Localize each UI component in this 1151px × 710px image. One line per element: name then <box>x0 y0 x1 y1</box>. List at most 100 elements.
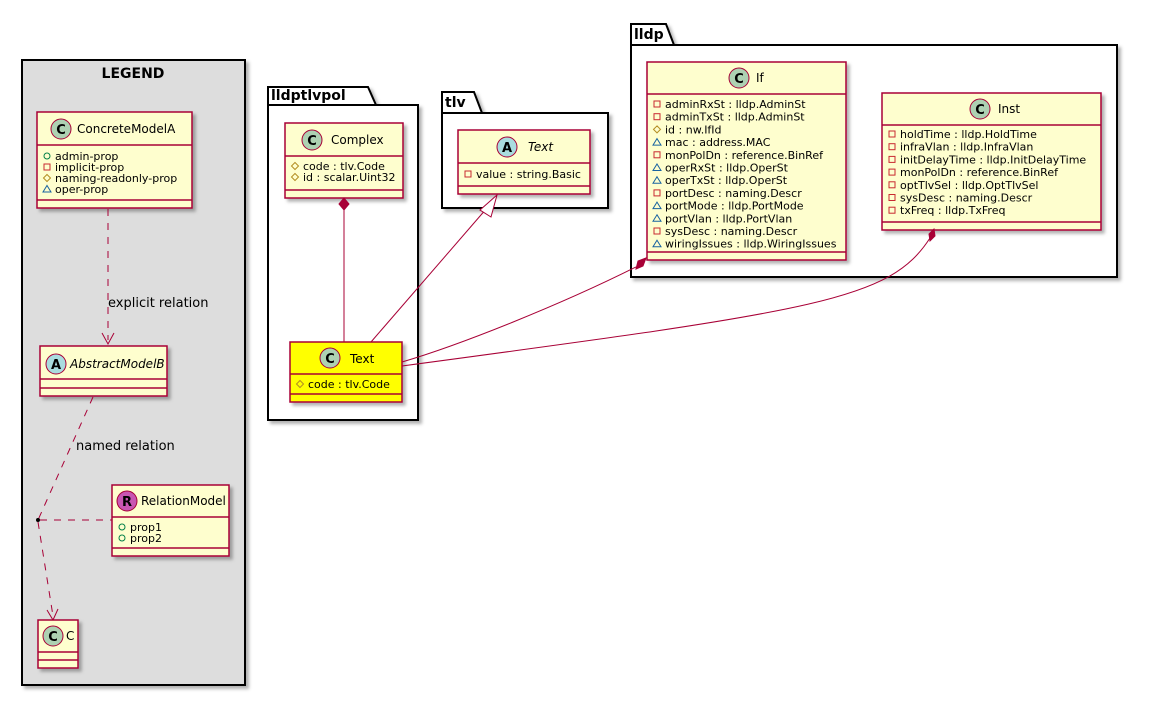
class-name: If <box>756 71 765 85</box>
named-relation-target-line <box>37 521 54 617</box>
private-visibility-icon <box>653 189 661 197</box>
svg-text:C: C <box>734 72 744 87</box>
inheritance-arrow-icon <box>479 193 498 218</box>
class-attribute: portMode : lldp.PortMode <box>665 200 804 213</box>
class-name: Complex <box>331 133 384 147</box>
protected-visibility-icon <box>42 173 52 183</box>
class-badge-icon <box>42 625 64 647</box>
protected-visibility-icon <box>290 161 300 171</box>
class-attribute: optTlvSel : lldp.OptTlvSel <box>900 179 1038 192</box>
svg-text:R: R <box>122 495 132 510</box>
svg-text:C: C <box>325 352 335 367</box>
svg-text:A: A <box>51 358 61 373</box>
class-attribute: operTxSt : lldp.OperSt <box>665 174 788 187</box>
protected-visibility-icon <box>290 172 300 182</box>
private-visibility-icon <box>888 194 896 201</box>
class-badge-icon <box>319 347 341 369</box>
class-attribute: prop1 <box>130 521 162 534</box>
class-attribute: infraVlan : lldp.InfraVlan <box>900 141 1033 154</box>
class-badge-icon <box>728 67 750 89</box>
abstract-badge-icon <box>45 353 67 375</box>
composition-diamond-icon <box>338 197 350 211</box>
private-visibility-icon <box>653 113 661 121</box>
if-text-composition-line <box>401 266 637 363</box>
package-lldp: lldp C If adminRxSt : lldp.AdminStadminT… <box>630 23 1118 278</box>
explicit-relation-arrowhead <box>101 332 115 346</box>
class-attribute: naming-readonly-prop <box>55 172 177 185</box>
public-visibility-icon <box>118 523 126 531</box>
composition-diamond-icon <box>635 257 647 270</box>
class-attribute: admin-prop <box>55 150 118 163</box>
class-attribute: id : nw.IfId <box>665 123 722 136</box>
class-attribute: adminTxSt : lldp.AdminSt <box>665 111 805 124</box>
class-attribute: holdTime : lldp.HoldTime <box>900 128 1037 141</box>
class-name: ConcreteModelA <box>77 122 176 136</box>
class-attribute: mac : address.MAC <box>665 136 771 149</box>
class-attribute: adminRxSt : lldp.AdminSt <box>665 98 806 111</box>
class-attribute: wiringIssues : lldp.WiringIssues <box>665 238 837 251</box>
private-visibility-icon <box>43 163 51 171</box>
class-badge-icon <box>50 118 72 140</box>
package-visibility-icon <box>652 213 662 222</box>
named-relation-line <box>37 396 94 521</box>
class-badge-icon <box>301 129 323 151</box>
svg-text:C: C <box>307 134 317 149</box>
class-attribute: sysDesc : naming.Descr <box>665 225 798 238</box>
private-visibility-icon <box>464 170 472 178</box>
class-attribute: monPolDn : reference.BinRef <box>665 149 824 162</box>
public-visibility-icon <box>43 152 51 160</box>
class-name: C <box>66 629 74 643</box>
legend-c-class[interactable]: C C <box>37 619 79 669</box>
package-visibility-icon <box>652 163 662 171</box>
package-visibility-icon <box>652 239 662 248</box>
class-attribute: value : string.Basic <box>476 168 581 181</box>
public-visibility-icon <box>118 534 126 542</box>
class-attribute: txFreq : lldp.TxFreq <box>900 204 1005 217</box>
legend-concrete-model-class[interactable]: C ConcreteModelA admin-propimplicit-prop… <box>36 111 193 209</box>
class-attribute: portVlan : lldp.PortVlan <box>665 212 792 225</box>
class-attribute: code : tlv.Code <box>303 160 385 173</box>
class-attribute: operRxSt : lldp.OperSt <box>665 162 789 175</box>
private-visibility-icon <box>888 206 896 214</box>
private-visibility-icon <box>653 227 661 235</box>
relation-junction-point <box>36 518 40 522</box>
legend-abstract-model-class[interactable]: A AbstractModelB <box>39 345 168 397</box>
class-attribute: portDesc : naming.Descr <box>665 187 802 200</box>
class-name: AbstractModelB <box>69 357 165 371</box>
private-visibility-icon <box>888 168 896 176</box>
private-visibility-icon <box>653 100 661 108</box>
legend-panel: LEGEND C ConcreteModelA admin-propimplic… <box>21 59 246 686</box>
svg-text:C: C <box>48 630 58 645</box>
inst-text-composition-line <box>401 237 931 367</box>
class-attribute: initDelayTime : lldp.InitDelayTime <box>900 153 1086 166</box>
private-visibility-icon <box>653 151 661 159</box>
tlv-text-abstract-class[interactable]: A Text value : string.Basic <box>457 129 591 195</box>
text-inheritance-line <box>370 207 488 343</box>
class-attribute: sysDesc : naming.Descr <box>900 192 1033 205</box>
private-visibility-icon <box>888 130 896 138</box>
package-visibility-icon <box>652 137 662 146</box>
class-attribute: monPolDn : reference.BinRef <box>900 166 1059 179</box>
package-name: lldp <box>634 27 664 43</box>
lldptlvpol-text-class[interactable]: C Text code : tlv.Code <box>289 341 403 403</box>
abstract-badge-icon <box>496 136 518 158</box>
class-attribute: id : scalar.Uint32 <box>303 171 395 184</box>
private-visibility-icon <box>888 155 896 163</box>
svg-text:A: A <box>502 141 512 156</box>
lldp-inst-class[interactable]: C Inst holdTime : lldp.HoldTimeinfraVlan… <box>881 92 1102 231</box>
class-attribute: prop2 <box>130 532 162 545</box>
class-badge-icon <box>969 98 991 120</box>
package-name: lldptlvpol <box>271 88 346 104</box>
protected-visibility-icon <box>295 379 305 389</box>
protected-visibility-icon <box>652 125 662 134</box>
private-visibility-icon <box>888 181 896 189</box>
package-visibility-icon <box>42 184 52 193</box>
class-attribute: code : tlv.Code <box>308 378 390 391</box>
relation-badge-icon <box>116 490 138 512</box>
class-name: Text <box>528 140 554 154</box>
